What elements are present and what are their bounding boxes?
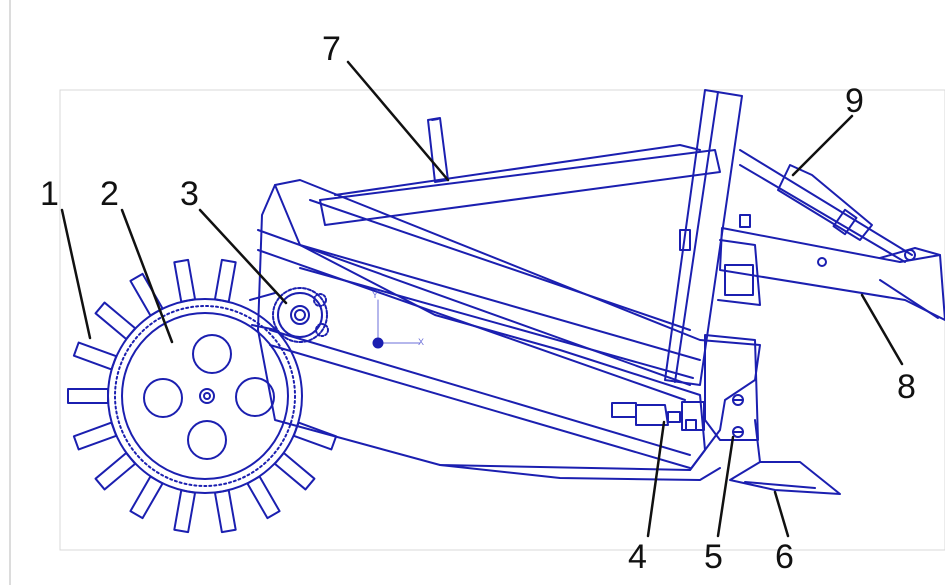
callout-1: 1	[40, 175, 59, 213]
drawing-frame	[59, 89, 945, 551]
wheel-tooth	[129, 272, 164, 317]
leader-line-3	[198, 208, 288, 305]
leader-line-8	[860, 293, 904, 366]
leader-line-1	[60, 208, 92, 340]
callout-3: 3	[180, 175, 199, 213]
connector-assembly	[611, 401, 705, 431]
wheel-tooth	[129, 475, 164, 520]
wheel-tooth	[246, 475, 281, 520]
sprocket-gear	[249, 287, 329, 343]
wheel-tooth	[67, 388, 109, 404]
axis-y-label: Y	[372, 290, 378, 300]
leader-line-5	[716, 435, 735, 538]
wheel-tooth	[273, 451, 316, 491]
ploughshare-blade	[729, 419, 841, 495]
wheel-tooth	[72, 341, 118, 371]
coordinate-triad	[372, 299, 421, 349]
wheel-tooth	[94, 451, 137, 491]
wheel-tooth	[213, 489, 237, 534]
callout-labels: 1 2 3 4 5 6 7 8 9	[40, 30, 916, 576]
callout-9: 9	[845, 82, 864, 120]
wheel-tooth	[94, 301, 137, 341]
machine-drawing	[67, 89, 945, 534]
main-body-frame	[257, 179, 761, 481]
leader-line-2	[120, 208, 174, 344]
leader-line-6	[773, 490, 790, 538]
wheel-tooth	[173, 489, 197, 534]
callout-2: 2	[100, 175, 119, 213]
wheel-tooth	[173, 258, 197, 303]
leader-lines	[60, 60, 904, 538]
leader-line-9	[791, 114, 854, 177]
callout-8: 8	[897, 368, 916, 406]
upright-frame	[664, 89, 761, 386]
hydraulic-cylinder	[739, 149, 916, 263]
axis-x-label: X	[418, 337, 424, 347]
top-beam	[319, 117, 721, 226]
wheel-tooth	[72, 421, 118, 451]
callout-7: 7	[322, 30, 341, 68]
digging-wheel	[107, 298, 303, 494]
wheel-tooth	[292, 421, 338, 451]
wheel-tooth	[213, 258, 237, 303]
callout-4: 4	[628, 538, 647, 576]
callout-6: 6	[775, 538, 794, 576]
callout-5: 5	[704, 538, 723, 576]
leader-line-4	[646, 420, 666, 538]
leader-line-7	[346, 60, 450, 182]
